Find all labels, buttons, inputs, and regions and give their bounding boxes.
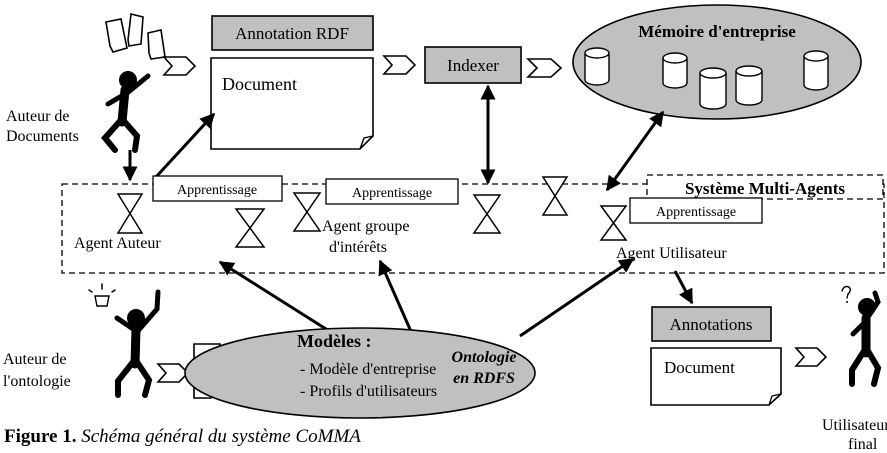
ontology-author-label-line2: l'ontologie xyxy=(3,373,71,390)
multi-agent-system-label: Système Multi-Agents xyxy=(685,179,845,198)
document-bottom-label: Document xyxy=(664,358,735,377)
interest-group-agent-label-line1: Agent groupe xyxy=(322,218,410,235)
learning-label-user: Apprentissage xyxy=(656,205,736,220)
arrow-models-to-author-agent xyxy=(218,260,346,343)
flow-chevron-1 xyxy=(162,56,197,76)
models-title: Modèles : xyxy=(297,331,371,351)
ontology-rdfs-line1: Ontologie xyxy=(452,349,517,366)
author-of-documents-figure-icon xyxy=(101,71,151,153)
flow-chevron-4 xyxy=(156,363,190,383)
learning-box-user xyxy=(629,197,763,224)
end-user-label-line1: Utilisateur xyxy=(822,417,887,434)
document-top-box xyxy=(210,57,374,150)
ontology-author-figure-icon xyxy=(88,283,161,398)
learning-box-interest xyxy=(325,178,459,205)
document-top-fold xyxy=(359,135,374,150)
figure-separator: . xyxy=(71,426,82,447)
interest-group-agent-label-line2: d'intérêts xyxy=(329,239,387,256)
ontology-rdfs-line2: en RDFS xyxy=(453,370,515,387)
database-icons xyxy=(584,47,829,110)
figure-number: Figure 1 xyxy=(4,426,72,447)
multi-agent-system-label-box xyxy=(646,174,884,200)
arrow-memory-to-user-agent xyxy=(605,110,665,192)
learning-box-author xyxy=(152,175,283,202)
author-of-documents-label-line1: Auteur de xyxy=(6,108,70,125)
end-user-label-line2: final xyxy=(848,436,878,453)
ontology-author-label-line1: Auteur de xyxy=(3,351,67,368)
flow-chevron-5 xyxy=(794,347,828,367)
annotations-box xyxy=(651,306,772,342)
author-of-documents-label-line2: Documents xyxy=(6,128,79,145)
end-user-figure-icon xyxy=(841,285,882,387)
models-item-profiles: - Profils d'utilisateurs xyxy=(300,383,437,400)
arrow-user-agent-to-annotations xyxy=(673,270,694,305)
user-agent-label: Agent Utilisateur xyxy=(616,245,727,262)
annotation-rdf-box xyxy=(211,15,374,51)
indexer-label: Indexer xyxy=(447,56,499,75)
annotation-rdf-label: Annotation RDF xyxy=(235,24,349,43)
figure-title: Schéma général du système CoMMA xyxy=(81,426,361,447)
document-top-label: Document xyxy=(222,74,297,94)
figure-caption: Figure 1. Schéma général du système CoMM… xyxy=(4,426,361,448)
document-bottom-box xyxy=(650,347,782,406)
author-agent-label: Agent Auteur xyxy=(74,235,161,252)
document-bottom-fold xyxy=(768,393,782,406)
annotations-label: Annotations xyxy=(669,315,752,334)
learning-label-interest: Apprentissage xyxy=(352,186,432,201)
corporate-memory-label: Mémoire d'entreprise xyxy=(638,22,796,41)
multi-agent-system-box xyxy=(61,183,885,274)
arrow-models-to-user-agent xyxy=(519,257,635,338)
models-item-enterprise: - Modèle d'entreprise xyxy=(300,361,436,378)
arrow-author-agent-to-document xyxy=(153,112,216,180)
models-ellipse xyxy=(184,327,536,419)
flow-chevron-2 xyxy=(382,55,417,75)
agent-hourglass-icons xyxy=(116,176,628,248)
loose-documents-icon xyxy=(105,13,166,60)
flow-chevron-3 xyxy=(526,58,563,78)
corporate-memory-ellipse xyxy=(572,4,862,120)
arrow-models-to-interest-agent xyxy=(378,259,415,337)
learning-label-author: Apprentissage xyxy=(177,183,257,198)
indexer-box xyxy=(424,46,522,84)
